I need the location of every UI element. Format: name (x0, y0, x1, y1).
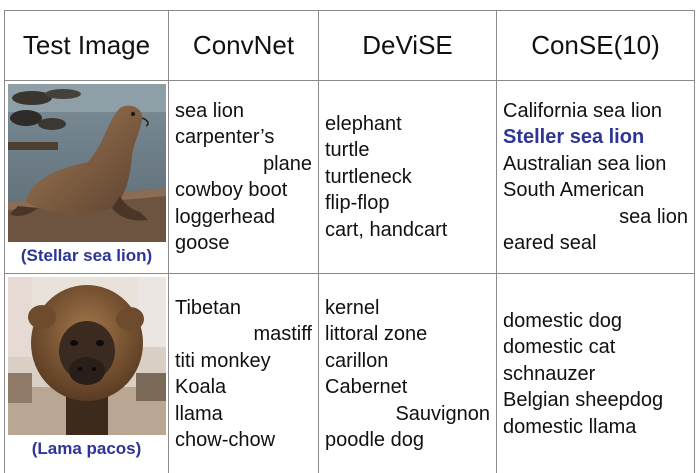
devise-cell: kernel littoral zone carillon Cabernet S… (318, 273, 497, 473)
comparison-table: Test Image ConvNet DeViSE ConSE(10) (4, 10, 695, 473)
list-item: turtle (325, 139, 370, 162)
devise-cell: elephant turtle turtleneck flip-flop car… (318, 80, 497, 274)
header-test-image: Test Image (4, 10, 169, 81)
list-item: Cabernet (325, 376, 408, 398)
table-row: (Lama pacos) Tibetan mastiff titi monkey… (4, 273, 695, 473)
convnet-cell: Tibetan mastiff titi monkey Koala llama … (168, 273, 319, 473)
list-item: littoral zone (325, 323, 428, 345)
list-item: Australian sea lion (503, 152, 667, 175)
list-item: sea lion (175, 99, 244, 122)
image-caption: (Stellar sea lion) (20, 246, 153, 265)
list-item: South American (503, 179, 645, 201)
list-item: llama (175, 402, 223, 425)
sea-lion-photo (7, 84, 166, 242)
list-item: eared seal (503, 232, 597, 254)
list-item: domestic dog (503, 309, 622, 332)
conse-cell: domestic dog domestic cat schnauzer Belg… (496, 273, 695, 473)
list-item: carpenter’s (175, 126, 275, 148)
list-item: California sea lion (503, 99, 662, 122)
table-row: (Stellar sea lion) sea lion carpenter’s … (4, 80, 695, 274)
test-image-cell: (Lama pacos) (4, 273, 169, 473)
list-item: flip-flop (325, 192, 390, 215)
list-item: cowboy boot (175, 179, 288, 201)
convnet-cell: sea lion carpenter’s plane cowboy boot l… (168, 80, 319, 274)
list-item: goose (175, 232, 230, 254)
list-item: Tibetan (175, 296, 241, 319)
llama-photo (7, 277, 166, 435)
list-item: titi monkey (175, 349, 271, 372)
header-devise: DeViSE (318, 10, 497, 81)
header-convnet: ConvNet (168, 10, 319, 81)
list-item: loggerhead (175, 205, 276, 228)
list-item: sea lion (619, 205, 688, 228)
list-item: mastiff (253, 323, 312, 345)
header-conse: ConSE(10) (496, 10, 695, 81)
list-item: cart, handcart (325, 218, 448, 241)
list-item: kernel (325, 296, 380, 319)
conse-cell: California sea lion Steller sea lion Aus… (496, 80, 695, 274)
list-item: Koala (175, 376, 227, 398)
test-image-cell: (Stellar sea lion) (4, 80, 169, 274)
list-item: domestic llama (503, 415, 637, 438)
list-item: carillon (325, 349, 389, 372)
list-item: Sauvignon (395, 402, 490, 425)
list-item: schnauzer (503, 362, 596, 385)
header-row: Test Image ConvNet DeViSE ConSE(10) (4, 10, 695, 81)
list-item: chow-chow (175, 429, 276, 451)
list-item: poodle dog (325, 429, 424, 451)
list-item: Belgian sheepdog (503, 389, 664, 412)
list-item: elephant (325, 112, 402, 135)
highlighted-list-item: Steller sea lion (503, 126, 645, 148)
list-item: plane (263, 152, 312, 175)
image-caption: (Lama pacos) (31, 439, 142, 458)
list-item: turtleneck (325, 165, 412, 188)
list-item: domestic cat (503, 336, 616, 359)
